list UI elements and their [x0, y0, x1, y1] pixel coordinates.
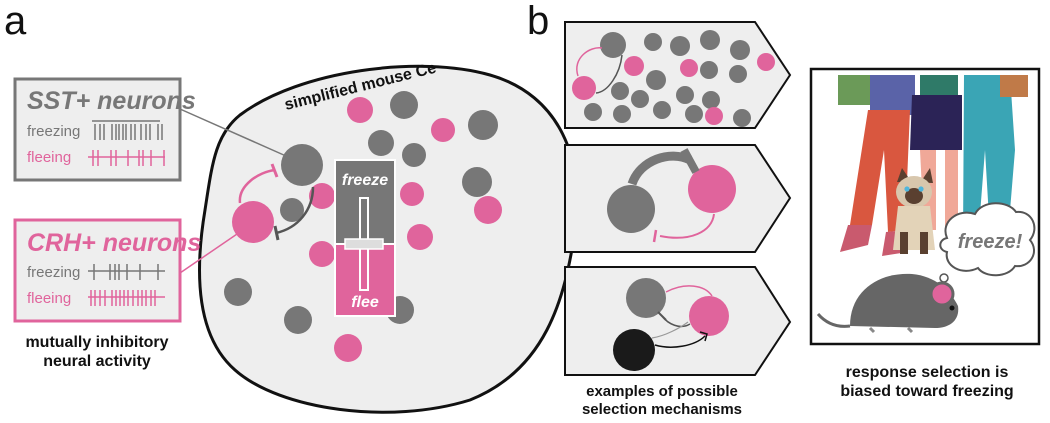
gray-neuron [390, 91, 418, 119]
pink-neuron-large [688, 165, 736, 213]
sst-fleeing-raster [88, 150, 165, 166]
switch-label-freeze: freeze [342, 172, 388, 189]
pink-neuron [474, 196, 502, 224]
mechanism-box-3 [564, 266, 792, 376]
pink-neuron [347, 97, 373, 123]
panel-label-b: b [527, 0, 549, 43]
pink-neuron [407, 224, 433, 250]
gray-neuron-large [607, 185, 655, 233]
inhibition-arrow-sst-to-crh [275, 186, 315, 235]
outcome-illustration: freeze! [809, 67, 1041, 346]
mechanism-box-2 [564, 144, 792, 253]
pink-neuron [309, 241, 335, 267]
sst-connector [179, 108, 287, 157]
sst-title: SST+ neurons [27, 87, 196, 115]
black-neuron [613, 329, 655, 371]
crh-freezing-raster [88, 264, 165, 280]
gray-neuron [402, 143, 426, 167]
sst-freezing-raster [92, 120, 163, 140]
freeze-flee-switch: freeze flee [334, 159, 396, 317]
crh-title: CRH+ neurons [27, 229, 201, 257]
switch-label-flee: flee [351, 294, 379, 311]
mouse [816, 273, 959, 334]
gray-neuron [224, 278, 252, 306]
gray-neuron [600, 32, 626, 58]
mechanism-box-1 [564, 21, 792, 129]
crh-neuron-main [232, 201, 274, 243]
caption-a-line1: mutually inhibitory [25, 334, 168, 351]
gray-neuron [468, 110, 498, 140]
crh-fleeing-raster [88, 290, 165, 306]
pink-neuron [431, 118, 455, 142]
caption-b2-line2: biased toward freezing [840, 383, 1013, 400]
gray-neuron [280, 198, 304, 222]
inhibition-arrow-crh-to-sst [238, 168, 276, 204]
sst-row-fleeing: fleeing [27, 149, 71, 166]
panel-label-a: a [4, 0, 27, 43]
gray-neuron [368, 130, 394, 156]
crh-row-fleeing: fleeing [27, 290, 71, 307]
cat [893, 168, 935, 254]
gray-neuron [284, 306, 312, 334]
caption-b2-line1: response selection is [846, 364, 1009, 381]
neuron-cluster-a [224, 91, 502, 362]
caption-b1-line1: examples of possible [586, 383, 738, 400]
thought-bubble [939, 202, 1036, 277]
gray-neuron [626, 278, 666, 318]
pink-neuron [572, 76, 596, 100]
crh-connector [179, 231, 241, 274]
pink-neuron [309, 183, 335, 209]
pink-neuron [689, 296, 729, 336]
caption-b1-line2: selection mechanisms [582, 401, 742, 418]
pink-neuron [334, 334, 362, 362]
caption-a-line2: neural activity [43, 353, 151, 370]
crh-legend-box: CRH+ neurons freezing fleeing [13, 218, 201, 323]
pink-neuron [400, 182, 424, 206]
sst-legend-box: SST+ neurons freezing fleeing [13, 77, 196, 182]
crh-row-freezing: freezing [27, 264, 80, 281]
sst-neuron-main [281, 144, 323, 186]
sst-row-freezing: freezing [27, 123, 80, 140]
gray-neuron [462, 167, 492, 197]
thought-bubble-text: freeze! [958, 231, 1023, 253]
